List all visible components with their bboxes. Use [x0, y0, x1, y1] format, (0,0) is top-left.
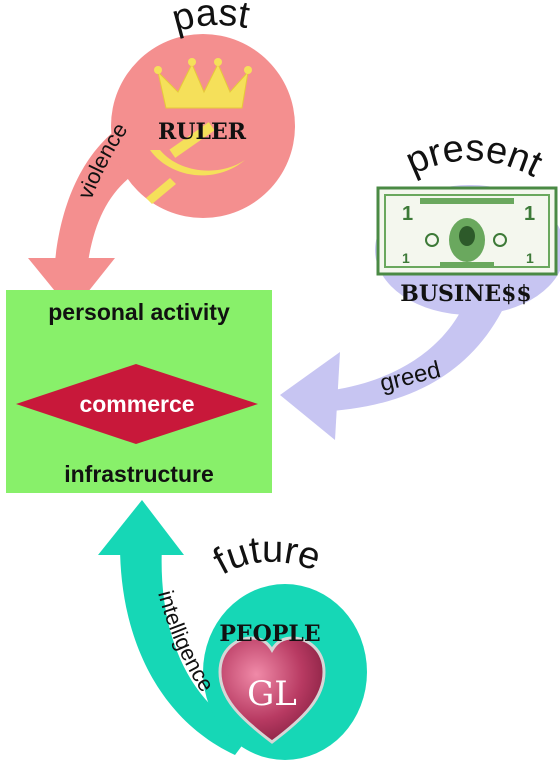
intelligence-arrowhead: [98, 500, 184, 555]
heart-icon: [218, 636, 326, 744]
era-present-label: present: [400, 127, 549, 185]
commerce-diamond: [16, 364, 258, 444]
future-group: GL PEOPLE future intelligence: [98, 500, 367, 760]
ruler-label: RULER: [158, 119, 247, 145]
svg-text:1: 1: [526, 250, 534, 266]
past-group: RULER past violence: [28, 0, 295, 312]
svg-text:1: 1: [402, 250, 410, 266]
svg-text:1: 1: [524, 203, 535, 225]
intelligence-arrow-tail: [120, 545, 250, 755]
svg-text:future: future: [207, 529, 326, 584]
center-middle-label: commerce: [79, 391, 194, 417]
past-blob: [111, 34, 295, 218]
people-label: PEOPLE: [219, 621, 320, 647]
dollar-bill-icon: 1 1 1 1: [376, 186, 558, 276]
people-badge-label: GL: [247, 674, 297, 714]
business-label: BUSINE$$: [400, 281, 531, 307]
center-top-label: personal activity: [48, 299, 230, 325]
era-future-label: future: [207, 529, 326, 584]
greed-arrow-tail: [318, 290, 505, 412]
svg-text:present: present: [400, 127, 549, 185]
crown-hammer-sickle-icon: [146, 58, 252, 204]
center-box: personal activity commerce infrastructur…: [6, 290, 272, 493]
greed-arrowhead: [280, 352, 340, 440]
present-group: 1 1 1 1 BUSINE$$ present greed: [280, 127, 560, 440]
center-bottom-label: infrastructure: [64, 461, 214, 487]
svg-text:1: 1: [402, 203, 413, 225]
violence-arrowhead: [28, 258, 115, 312]
